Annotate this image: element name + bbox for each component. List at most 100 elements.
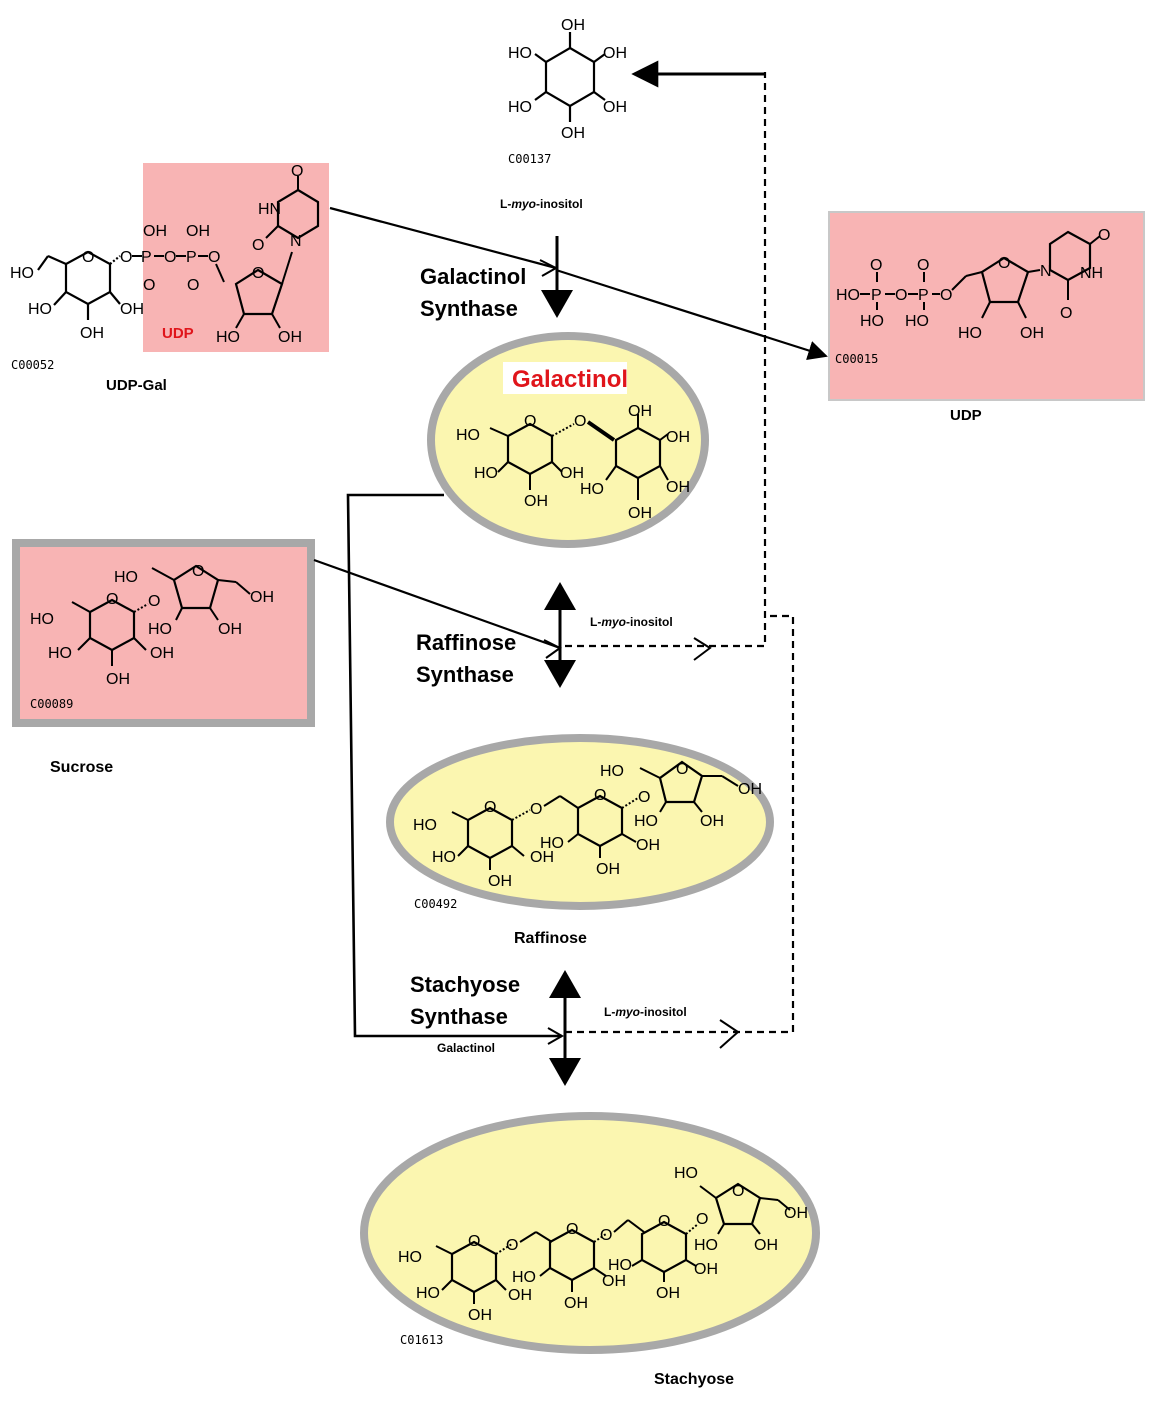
myo-inositol-mid-chevron — [693, 637, 712, 661]
ho-label: HO — [836, 287, 860, 304]
o-label: O — [187, 277, 199, 294]
ho-label: HO — [216, 329, 240, 346]
o-label: O — [594, 787, 606, 804]
raffinose-name: Raffinose — [514, 930, 587, 947]
o-label: O — [506, 1237, 518, 1254]
udp-gal-kegg-id: C00052 — [11, 358, 54, 372]
udp-gal-chevron — [539, 259, 559, 277]
o-label: O — [696, 1211, 708, 1228]
myo-inositol-mid-label: L-myo-inositol — [590, 615, 673, 629]
ho-label: HO — [148, 621, 172, 638]
oh-label: OH — [636, 837, 660, 854]
oh-label: OH — [694, 1261, 718, 1278]
oh-label: OH — [120, 301, 144, 318]
raffinose-structure: O HO HO OH OH O O HO OH OH O O HO OH HO … — [413, 760, 762, 890]
o-label: O — [895, 287, 907, 304]
myo-inositol-lower-chevron — [719, 1019, 740, 1049]
o-label: O — [192, 563, 204, 580]
stachyose-synthase-label-line1: Stachyose — [410, 972, 520, 997]
raffinose-synthase-arrow-head-up — [544, 582, 576, 610]
galactinol-title-bg — [503, 362, 627, 394]
oh-label: OH — [80, 325, 104, 342]
ho-label: HO — [508, 99, 532, 116]
oh-label: OH — [666, 429, 690, 446]
raffinose-kegg-id: C00492 — [414, 897, 457, 911]
n-label: N — [1040, 263, 1052, 280]
ho-label: HO — [398, 1249, 422, 1266]
galactinol-ellipse — [427, 332, 709, 548]
o-label: O — [638, 789, 650, 806]
oh-label: OH — [784, 1205, 808, 1222]
oh-label: OH — [186, 223, 210, 240]
ho-label: HO — [416, 1285, 440, 1302]
galactinol-feed-line — [346, 493, 562, 1038]
udp-gal-udp-label: UDP — [162, 325, 194, 342]
udp-gal-udp-highlight-box — [143, 163, 329, 352]
ho-label: HO — [674, 1165, 698, 1182]
oh-label: OH — [628, 403, 652, 420]
p-label: P — [186, 249, 197, 266]
o-label: O — [484, 799, 496, 816]
oh-label: OH — [218, 621, 242, 638]
oh-label: OH — [488, 873, 512, 890]
oh-label: OH — [530, 849, 554, 866]
stachyose-synthase-arrow-head-up — [549, 970, 581, 998]
udp-gal-name: UDP-Gal — [106, 377, 167, 394]
p-label: P — [141, 249, 152, 266]
ho-label: HO — [48, 645, 72, 662]
raffinose-synthase-arrow-head-down — [544, 660, 576, 688]
ho-label: HO — [608, 1257, 632, 1274]
o-label: O — [120, 249, 132, 266]
ho-label: HO — [905, 313, 929, 330]
o-label: O — [148, 593, 160, 610]
sucrose-structure: O HO HO OH OH O O HO OH HO OH — [30, 563, 274, 688]
oh-label: OH — [250, 589, 274, 606]
o-label: O — [574, 413, 586, 430]
p-label: P — [918, 287, 929, 304]
udp-kegg-id: C00015 — [835, 352, 878, 366]
ho-label: HO — [432, 849, 456, 866]
stachyose-name: Stachyose — [654, 1371, 734, 1388]
galactinol-structure: O HO HO OH OH O OH OH OH OH HO — [456, 403, 690, 522]
galactinol-synthase-arrow-head — [541, 290, 573, 318]
o-label: O — [1060, 305, 1072, 322]
o-label: O — [658, 1213, 670, 1230]
oh-label: OH — [278, 329, 302, 346]
o-label: O — [468, 1233, 480, 1250]
sucrose-kegg-id: C00089 — [30, 697, 73, 711]
hn-label: HN — [258, 201, 281, 218]
o-label: O — [940, 287, 952, 304]
ho-label: HO — [512, 1269, 536, 1286]
oh-label: OH — [656, 1285, 680, 1302]
udp-name: UDP — [950, 407, 982, 424]
stachyose-synthase-label-line2: Synthase — [410, 1004, 508, 1029]
ho-label: HO — [10, 265, 34, 282]
galactinol-synthase-label-line1: Galactinol — [420, 264, 526, 289]
ho-label: HO — [600, 763, 624, 780]
myo-inositol-name: L-myo-inositol — [500, 197, 583, 211]
myo-inositol-kegg-id: C00137 — [508, 152, 551, 166]
raffinose-ellipse — [386, 734, 774, 910]
stachyose-ellipse — [360, 1112, 820, 1354]
udp-gal-structure: O HO HO OH OH O P OH O O P OH O O O HO O… — [10, 163, 320, 346]
oh-label: OH — [602, 1273, 626, 1290]
oh-label: OH — [143, 223, 167, 240]
oh-label: OH — [560, 465, 584, 482]
o-label: O — [164, 249, 176, 266]
ho-label: HO — [28, 301, 52, 318]
oh-label: OH — [628, 505, 652, 522]
o-label: O — [143, 277, 155, 294]
ho-label: HO — [634, 813, 658, 830]
ho-label: HO — [580, 481, 604, 498]
udp-structure: HO P O HO O P O HO O O HO OH N O NH O — [836, 227, 1110, 342]
ho-label: HO — [413, 817, 437, 834]
oh-label: OH — [754, 1237, 778, 1254]
o-label: O — [917, 257, 929, 274]
stachyose-kegg-id: C01613 — [400, 1333, 443, 1347]
oh-label: OH — [1020, 325, 1044, 342]
o-label: O — [1098, 227, 1110, 244]
o-label: O — [600, 1227, 612, 1244]
oh-label: OH — [468, 1307, 492, 1324]
galactinol-feed-chevron — [547, 1027, 565, 1045]
